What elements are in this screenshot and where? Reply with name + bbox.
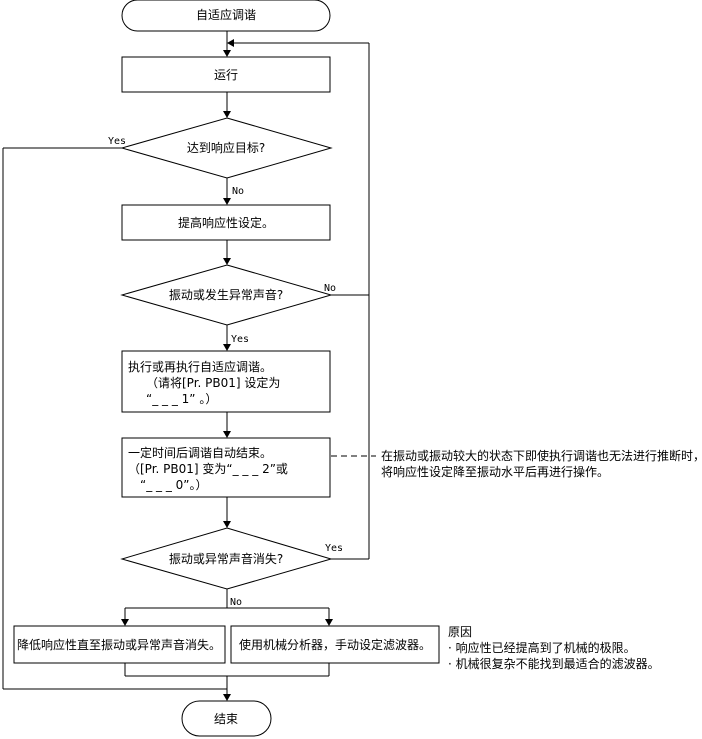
target-no-label: No (232, 186, 244, 197)
note-annotation: 在振动或振动较大的状态下即使执行调谐也无法进行推断时， 将响应性设定降至振动水平… (381, 448, 702, 479)
lower-label: 降低响应性直至振动或异常声音消失。 (17, 637, 221, 652)
execute-line-3: “_ _ _ 1” 。） (146, 392, 217, 406)
analyzer-process: 使用机械分析器，手动设定滤波器。 (230, 625, 440, 664)
decision-target-label: 达到响应目标? (187, 140, 265, 155)
note-line-2: 将响应性设定降至振动水平后再进行操作。 (381, 464, 609, 479)
analyzer-label: 使用机械分析器，手动设定滤波器。 (239, 637, 431, 652)
auto-end-process: 一定时间后调谐自动结束。 （[Pr. PB01] 变为“_ _ _ 2”或 “_… (121, 437, 331, 498)
auto-end-line-1: 一定时间后调谐自动结束。 (128, 445, 272, 460)
vibration-yes-label: Yes (231, 334, 249, 345)
vanish-yes-label: Yes (325, 543, 343, 554)
end-label: 结束 (214, 712, 238, 726)
reason-title: 原因 (448, 625, 472, 639)
reason-item-1: · 响应性已经提高到了机械的极限。 (448, 640, 636, 655)
execute-process: 执行或再执行自适应调谐。 （请将[Pr. PB01] 设定为 “_ _ _ 1”… (121, 350, 331, 413)
decision-vanish-label: 振动或异常声音消失? (169, 551, 283, 566)
run-process: 运行 (121, 56, 331, 93)
lower-process: 降低响应性直至振动或异常声音消失。 (13, 625, 226, 664)
note-line-1: 在振动或振动较大的状态下即使执行调谐也无法进行推断时， (381, 448, 702, 463)
raise-process: 提高响应性设定。 (121, 204, 331, 241)
target-yes-label: Yes (108, 136, 126, 147)
start-terminal: 自适应调谐 (121, 0, 331, 32)
execute-line-1: 执行或再执行自适应调谐。 (128, 359, 272, 374)
reason-annotation: 原因 · 响应性已经提高到了机械的极限。 · 机械很复杂不能找到最适合的滤波器。 (448, 625, 660, 671)
end-terminal: 结束 (181, 700, 272, 737)
decision-target: 达到响应目标? Yes No (108, 117, 333, 197)
auto-end-line-3: “_ _ _ 0”。） (140, 478, 208, 492)
raise-label: 提高响应性设定。 (178, 215, 274, 230)
decision-vibration: 振动或发生异常声音? No Yes (120, 264, 336, 345)
decision-vibration-label: 振动或发生异常声音? (169, 287, 283, 302)
decision-vanish: 振动或异常声音消失? Yes No (120, 527, 343, 608)
connectors (2, 31, 376, 701)
vibration-no-label: No (324, 283, 336, 294)
auto-end-line-2: （[Pr. PB01] 变为“_ _ _ 2”或 (128, 461, 288, 476)
start-label: 自适应调谐 (196, 7, 256, 22)
run-label: 运行 (214, 68, 238, 82)
vanish-no-label: No (230, 597, 242, 608)
reason-item-2: · 机械很复杂不能找到最适合的滤波器。 (448, 656, 660, 671)
execute-line-2: （请将[Pr. PB01] 设定为 (146, 375, 280, 390)
